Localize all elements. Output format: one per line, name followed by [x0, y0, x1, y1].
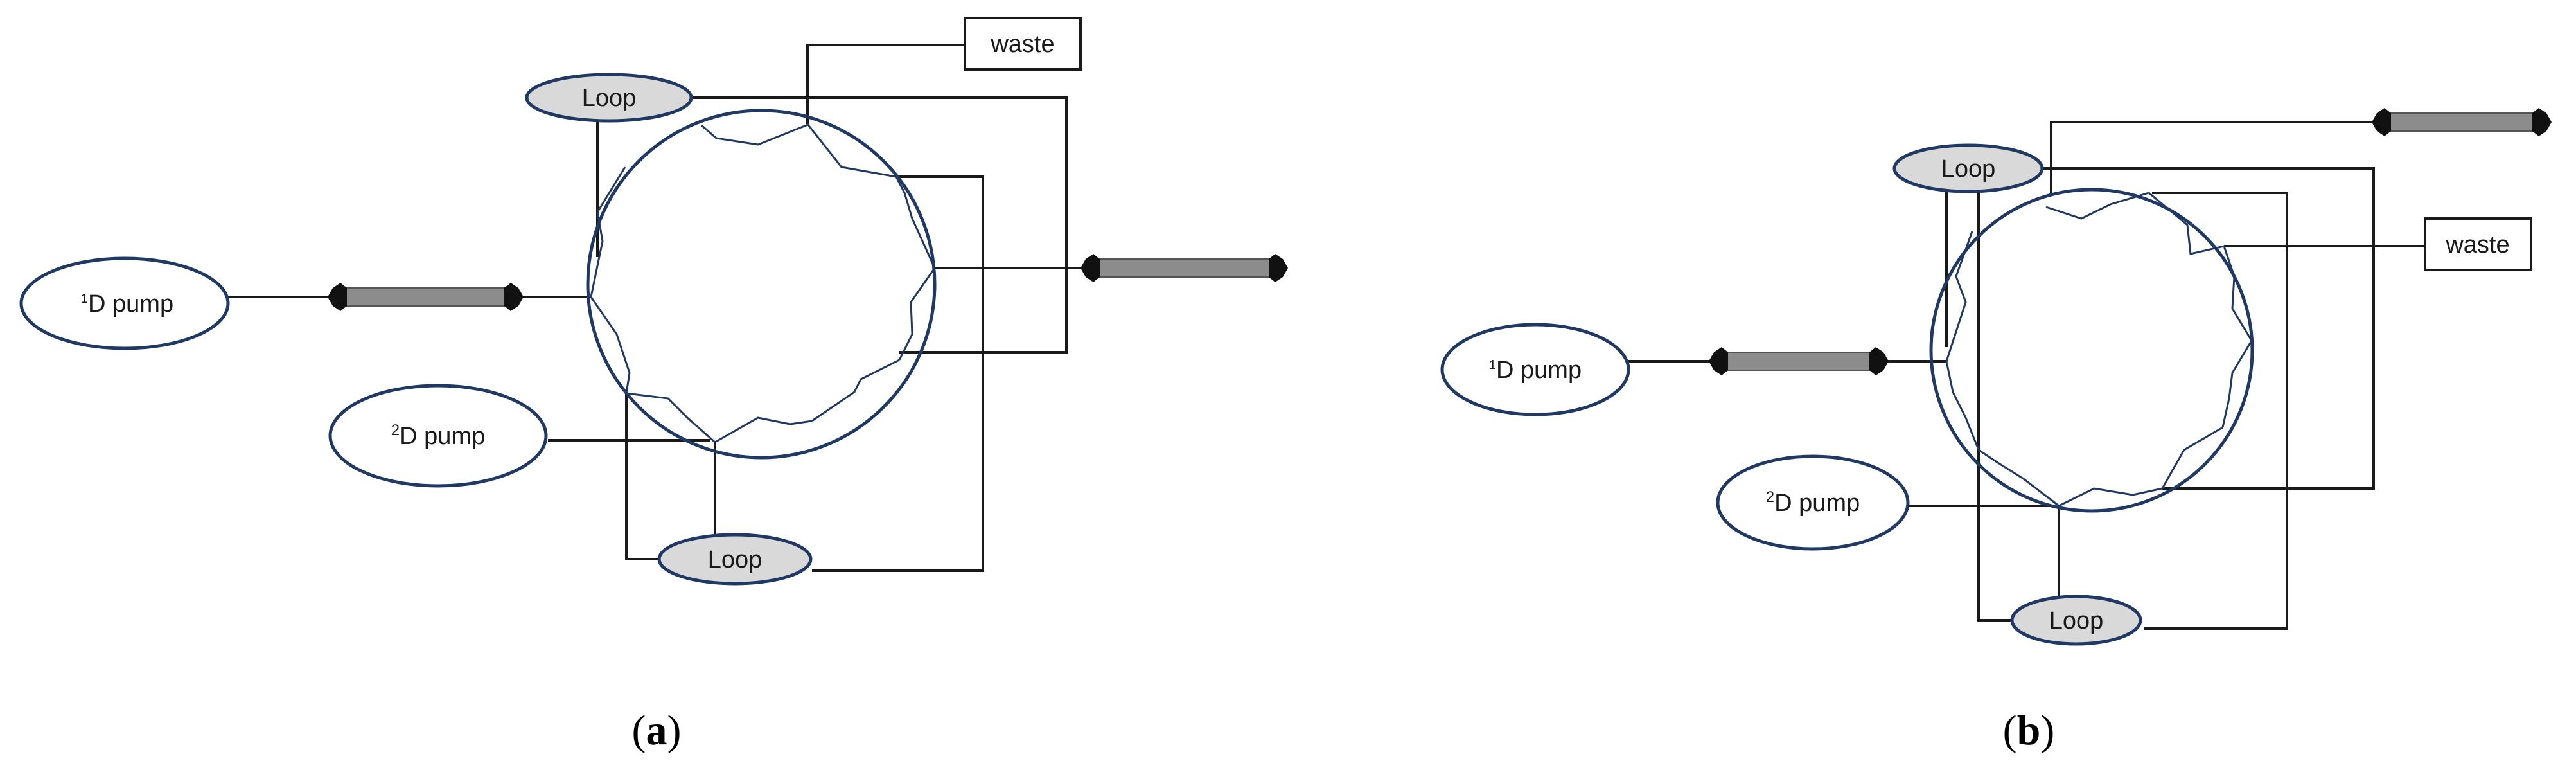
svg-text:2D pump: 2D pump [1766, 488, 1860, 517]
panel-b-line-valve-outcolumn [2050, 121, 2377, 193]
panel-b-second-dimension-pump: 2D pump [1716, 454, 1910, 551]
panel-b-sample-loop-top: Loop [1892, 143, 2044, 193]
panel-a-caption: (a) [632, 707, 682, 754]
panel-a: 1D pump 2D pump Loop Loop waste (a) [19, 17, 1288, 754]
panel-a-second-dimension-pump: 2D pump [328, 384, 548, 488]
panel-a-second-column [1081, 254, 1288, 282]
panel-a-sample-loop-top: Loop [525, 73, 693, 123]
panel-a-pump1-label: D pump [88, 291, 173, 318]
panel-b-connections [1628, 121, 2425, 630]
panel-b-pump2-superscript: 2 [1766, 488, 1774, 506]
svg-text:1D pump: 1D pump [81, 291, 173, 318]
panel-b-valve-channels [1945, 192, 2253, 507]
panel-a-first-dimension-pump: 1D pump [19, 256, 230, 350]
panel-b-rotor-valve [1929, 188, 2254, 513]
panel-b: 1D pump 2D pump Loop Loop waste (b) [1440, 108, 2552, 754]
panel-a-pump2-label: D pump [400, 423, 485, 450]
panel-a-line-upper-right-bracket [812, 175, 984, 572]
panel-b-line-loopbottom-left [1977, 456, 2012, 622]
panel-a-waste-box: waste [964, 17, 1082, 71]
svg-text:2D pump: 2D pump [391, 422, 485, 450]
panel-a-waste-label: waste [990, 31, 1054, 58]
panel-b-pump1-label: D pump [1496, 357, 1582, 384]
panel-a-connections [228, 44, 1086, 572]
panel-a-sample-loop-bottom: Loop [657, 533, 813, 586]
panel-a-valve-channels [590, 123, 936, 443]
panel-b-second-column [2372, 108, 2552, 136]
panel-a-pump1-superscript: 1 [81, 292, 88, 306]
panel-b-loop-top-label: Loop [1941, 156, 1996, 183]
panel-a-loop-top-label: Loop [582, 85, 637, 112]
panel-b-loop-bottom-label: Loop [2049, 607, 2104, 634]
panel-b-pump1-superscript: 1 [1489, 358, 1496, 372]
panel-a-line-valve-waste [806, 44, 965, 124]
svg-text:1D pump: 1D pump [1489, 357, 1582, 384]
panel-b-line-looptop-right [2043, 167, 2375, 490]
panel-b-waste-box: waste [2424, 217, 2532, 271]
panel-a-line-loopbottom-left [625, 393, 659, 560]
panel-a-line-looptop-right [693, 96, 1068, 354]
panel-a-pump2-superscript: 2 [391, 422, 400, 439]
panel-a-first-column [328, 283, 524, 311]
panel-b-sample-loop-bottom: Loop [2010, 595, 2142, 646]
panel-b-caption: (b) [2003, 707, 2055, 754]
panel-a-loop-bottom-label: Loop [708, 546, 763, 573]
panel-b-waste-label: waste [2445, 231, 2509, 258]
panel-a-rotor-valve [586, 109, 937, 460]
panel-b-pump2-label: D pump [1774, 490, 1860, 517]
panel-b-first-column [1709, 347, 1889, 375]
panel-b-first-dimension-pump: 1D pump [1440, 323, 1630, 416]
panel-b-line-upper-right-bracket [2144, 192, 2288, 630]
